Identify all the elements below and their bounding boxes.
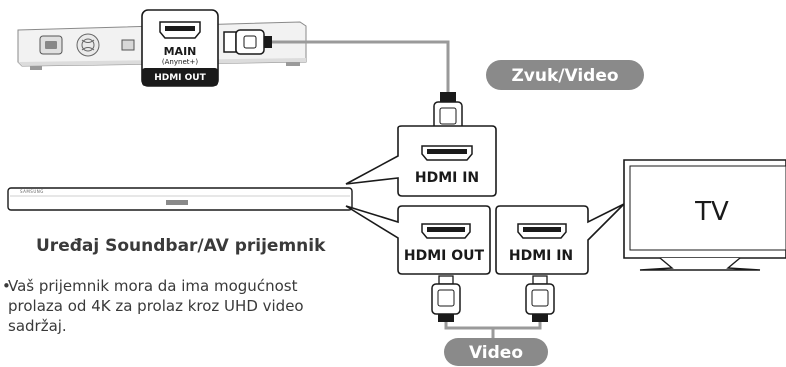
note-bullet-icon: •: [2, 277, 11, 295]
tv-device: TV: [623, 159, 786, 271]
svg-text:Zvuk/Video: Zvuk/Video: [511, 66, 618, 86]
lan-port-icon: [121, 39, 135, 51]
anynet-label: (Anynet+): [162, 58, 198, 66]
device-note-text: Vaš prijemnik mora da ima mogućnost prol…: [8, 277, 304, 335]
hdmi-out-label: HDMI OUT: [404, 248, 485, 264]
hdmi-plug-bottom-right-icon: [525, 275, 555, 322]
player-hdmi-out-panel: MAIN (Anynet+) HDMI OUT: [141, 9, 219, 87]
hdmi-plug-horizontal-icon: [223, 29, 272, 55]
hdmi-plug-bottom-left-icon: [431, 275, 461, 322]
fan-icon: [76, 33, 100, 57]
tv-stand: [639, 257, 761, 271]
tv-label: TV: [694, 197, 729, 227]
bottom-cable: [444, 322, 542, 330]
main-label: MAIN: [164, 45, 197, 58]
hdmi-in-top-label: HDMI IN: [415, 170, 479, 186]
tv-hdmi-in-callout: HDMI IN: [495, 203, 625, 275]
hdmi-out-callout: HDMI OUT: [345, 205, 491, 275]
soundbar-display: [166, 200, 188, 205]
power-socket-icon: [39, 35, 63, 55]
samsung-logo: SAMSUNG: [20, 189, 44, 194]
svg-text:Video: Video: [469, 343, 523, 363]
video-pill: Video: [444, 338, 548, 366]
player-hdmi-out-label: HDMI OUT: [154, 73, 206, 83]
soundbar-device: SAMSUNG: [7, 187, 353, 211]
device-note: • Vaš prijemnik mora da ima mogućnost pr…: [2, 276, 348, 336]
hdmi-in-bottom-label: HDMI IN: [509, 248, 573, 264]
top-cable: [223, 29, 450, 92]
hdmi-in-callout: HDMI IN: [345, 125, 497, 197]
device-title: Uređaj Soundbar/AV prijemnik: [36, 236, 326, 256]
audio-video-pill: Zvuk/Video: [486, 60, 644, 90]
